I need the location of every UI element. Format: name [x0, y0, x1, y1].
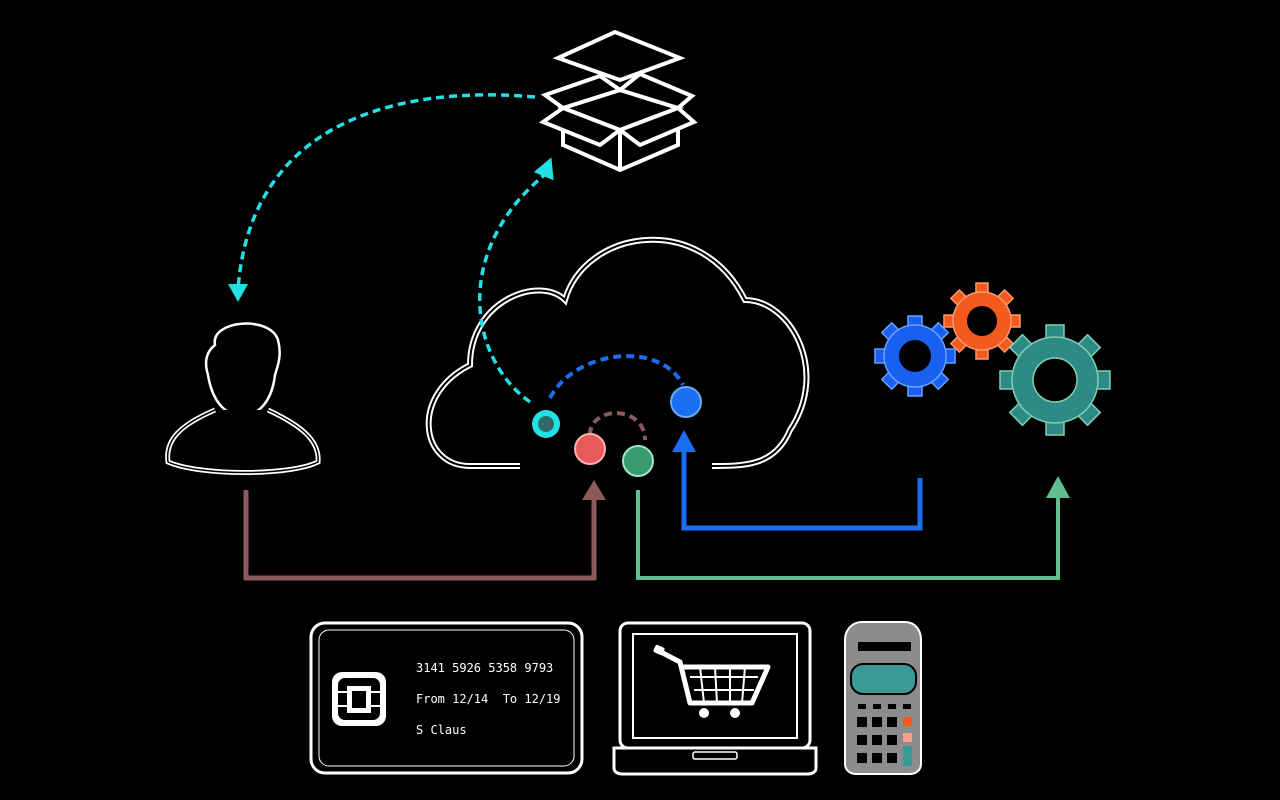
user-icon [165, 322, 321, 475]
calculator-display [850, 663, 917, 695]
calculator-icon [844, 621, 922, 775]
arrowhead-icon [533, 157, 554, 181]
orange-gear-icon [943, 282, 1021, 360]
open-box-icon [538, 29, 698, 173]
blue-connector [672, 430, 923, 531]
card-validity: From 12/14 To 12/19 [416, 692, 561, 706]
blue-dashed-arc [548, 354, 685, 399]
arrowhead-icon [1046, 476, 1070, 498]
teal-gear-icon [999, 324, 1111, 436]
green-node [622, 445, 654, 477]
green-connector [636, 476, 1070, 580]
arrowhead-icon [582, 480, 606, 500]
gears-icon [874, 282, 1111, 436]
arrowhead-icon [672, 430, 696, 452]
cyan-dashed-flow [228, 93, 554, 404]
cloud-icon [425, 236, 810, 469]
card-holder: S Claus [416, 723, 467, 737]
card-number: 3141 5926 5358 9793 [416, 661, 553, 675]
calculator-keys [857, 704, 912, 766]
brown-dashed-arc [588, 411, 647, 441]
brown-connector [243, 480, 606, 581]
blue-gear-icon [874, 315, 956, 397]
cyan-node-core [538, 416, 554, 432]
laptop-cart-icon [612, 621, 818, 776]
card-chip-icon [332, 672, 386, 726]
arrowhead-icon [228, 284, 248, 302]
shopping-cart-icon [653, 644, 771, 718]
red-node [574, 433, 606, 465]
blue-node [670, 386, 702, 418]
credit-card-icon: 3141 5926 5358 9793 From 12/14 To 12/19 … [309, 621, 584, 775]
